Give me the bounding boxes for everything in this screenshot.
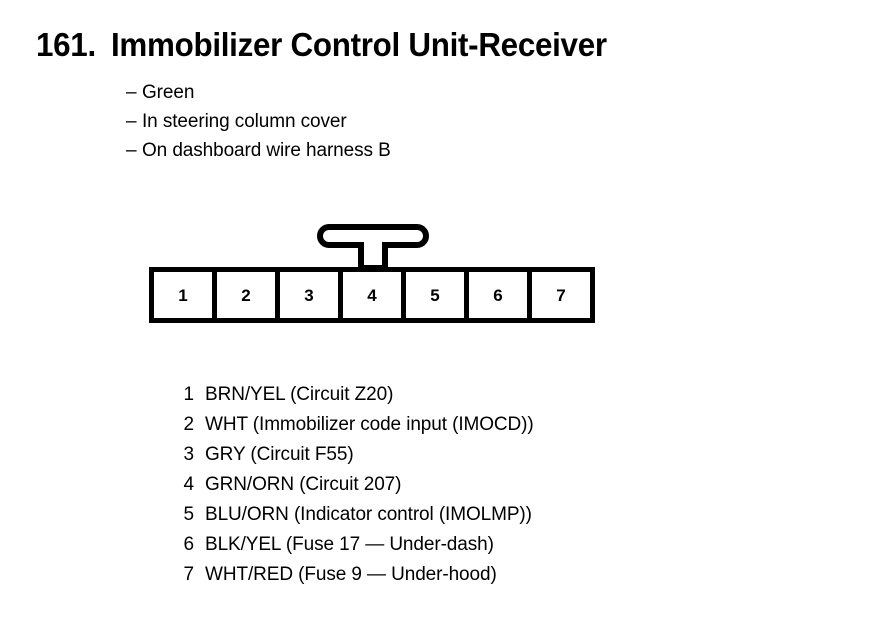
dash-bullet-icon: –	[126, 82, 137, 103]
page-title: 161. Immobilizer Control Unit-Receiver	[36, 26, 633, 64]
legend-pin-number: 4	[183, 474, 195, 495]
legend-pin-description: BRN/YEL (Circuit Z20)	[205, 384, 394, 405]
legend-row: 7 WHT/RED (Fuse 9 — Under-hood)	[176, 560, 534, 590]
note-item: – On dashboard wire harness B	[126, 136, 391, 165]
dash-bullet-icon: –	[126, 111, 137, 132]
pin-number: 2	[241, 285, 251, 305]
connector-diagram: 1 2 3 4 5 6 7	[149, 224, 595, 324]
legend-row: 3 GRY (Circuit F55)	[176, 440, 534, 470]
pin-legend-list: 1 BRN/YEL (Circuit Z20) 2 WHT (Immobiliz…	[176, 380, 534, 590]
pin-number: 1	[178, 285, 188, 305]
legend-pin-number: 7	[183, 564, 195, 585]
legend-row: 2 WHT (Immobilizer code input (IMOCD))	[176, 410, 534, 440]
legend-pin-description: GRN/ORN (Circuit 207)	[205, 474, 402, 495]
notes-list: – Green – In steering column cover – On …	[126, 78, 391, 165]
dash-bullet-icon: –	[126, 140, 137, 161]
legend-row: 4 GRN/ORN (Circuit 207)	[176, 470, 534, 500]
pin-cell-4: 4	[343, 272, 406, 318]
connector-latch-icon	[317, 224, 429, 270]
item-number: 161.	[36, 26, 96, 63]
connector-pin-row: 1 2 3 4 5 6 7	[149, 267, 595, 323]
note-label: Green	[142, 82, 195, 103]
note-item: – In steering column cover	[126, 107, 391, 136]
pin-cell-3: 3	[280, 272, 343, 318]
note-label: In steering column cover	[142, 111, 347, 132]
legend-row: 1 BRN/YEL (Circuit Z20)	[176, 380, 534, 410]
legend-pin-description: GRY (Circuit F55)	[205, 444, 354, 465]
pin-number: 6	[493, 285, 503, 305]
pin-number: 5	[430, 285, 440, 305]
note-item: – Green	[126, 78, 391, 107]
pin-cell-2: 2	[217, 272, 280, 318]
legend-pin-number: 1	[183, 384, 195, 405]
pin-number: 4	[367, 285, 377, 305]
legend-row: 5 BLU/ORN (Indicator control (IMOLMP))	[176, 500, 534, 530]
pin-cell-5: 5	[406, 272, 469, 318]
pin-cell-6: 6	[469, 272, 532, 318]
pin-cell-1: 1	[154, 272, 217, 318]
component-title: Immobilizer Control Unit-Receiver	[111, 26, 607, 63]
legend-pin-number: 5	[183, 504, 195, 525]
legend-pin-number: 6	[183, 534, 195, 555]
legend-pin-description: WHT (Immobilizer code input (IMOCD))	[205, 414, 534, 435]
note-label: On dashboard wire harness B	[142, 140, 391, 161]
legend-pin-number: 3	[183, 444, 195, 465]
legend-pin-description: WHT/RED (Fuse 9 — Under-hood)	[205, 564, 497, 585]
pin-number: 7	[556, 285, 566, 305]
legend-pin-description: BLU/ORN (Indicator control (IMOLMP))	[205, 504, 532, 525]
pin-cell-7: 7	[532, 272, 590, 318]
legend-pin-number: 2	[183, 414, 195, 435]
legend-row: 6 BLK/YEL (Fuse 17 — Under-dash)	[176, 530, 534, 560]
legend-pin-description: BLK/YEL (Fuse 17 — Under-dash)	[205, 534, 494, 555]
pin-number: 3	[304, 285, 314, 305]
